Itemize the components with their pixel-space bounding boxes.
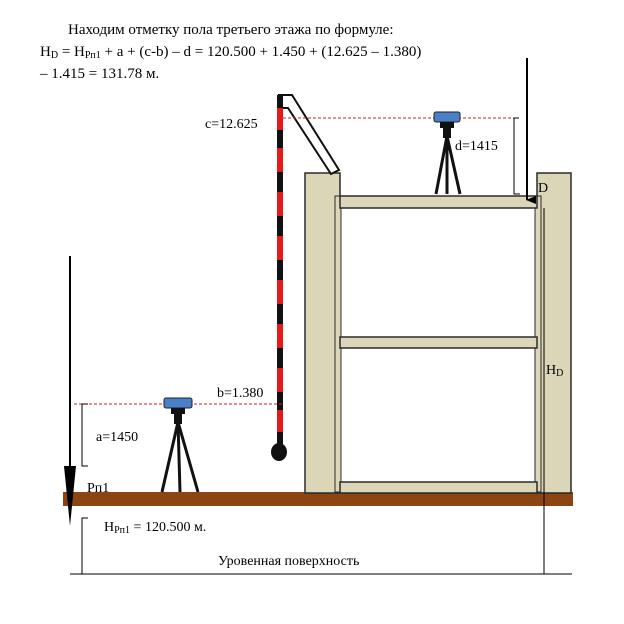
building-right-wall: [536, 172, 572, 494]
formula-title: Находим отметку пола третьего этажа по ф…: [68, 22, 394, 38]
bracket-hrp: [81, 517, 88, 575]
label-a: a=1450: [96, 430, 138, 445]
label-hrp-sub: Рп1: [114, 525, 130, 536]
label-level-surface: Уровенная поверхность: [218, 554, 359, 569]
label-c: c=12.625: [205, 117, 258, 132]
label-hd-sub: D: [556, 368, 563, 379]
bracket-d: [513, 117, 520, 195]
formula-eq: = H: [58, 44, 85, 60]
level-instrument-icon: [433, 111, 462, 195]
formula-line-2: HD = HРп1 + a + (c-b) – d = 120.500 + 1.…: [40, 44, 421, 61]
rod-left-arrow: [64, 466, 76, 526]
formula-h: H: [40, 44, 51, 60]
label-hrp-value: = 120.500 м.: [130, 520, 206, 535]
label-point-d: D: [538, 181, 548, 196]
ground-strip: [63, 492, 573, 506]
label-hrp-h: H: [104, 520, 114, 535]
floor-first: [339, 481, 538, 494]
label-d: d=1415: [455, 139, 498, 154]
rod-support-arm: [277, 94, 341, 176]
building-left-wall: [304, 172, 341, 494]
label-hrp: HРп1 = 120.500 м.: [104, 520, 206, 536]
formula-rest: + a + (c-b) – d = 120.500 + 1.450 + (12.…: [101, 44, 422, 60]
floor-second: [339, 336, 538, 349]
floor-third: [339, 195, 538, 209]
leveling-rod-icon: [277, 95, 283, 445]
formula-h-sub: D: [51, 50, 58, 61]
plumb-bob-icon: [271, 443, 287, 461]
label-b: b=1.380: [217, 386, 263, 401]
level-instrument-icon: [160, 397, 200, 493]
label-rp: Рп1: [87, 481, 109, 496]
formula-line-3: – 1.415 = 131.78 м.: [39, 66, 159, 82]
label-hd: HD: [546, 363, 563, 379]
label-hd-h: H: [546, 363, 556, 378]
formula-rp-sub: Рп1: [85, 50, 101, 61]
bracket-a: [81, 403, 88, 467]
